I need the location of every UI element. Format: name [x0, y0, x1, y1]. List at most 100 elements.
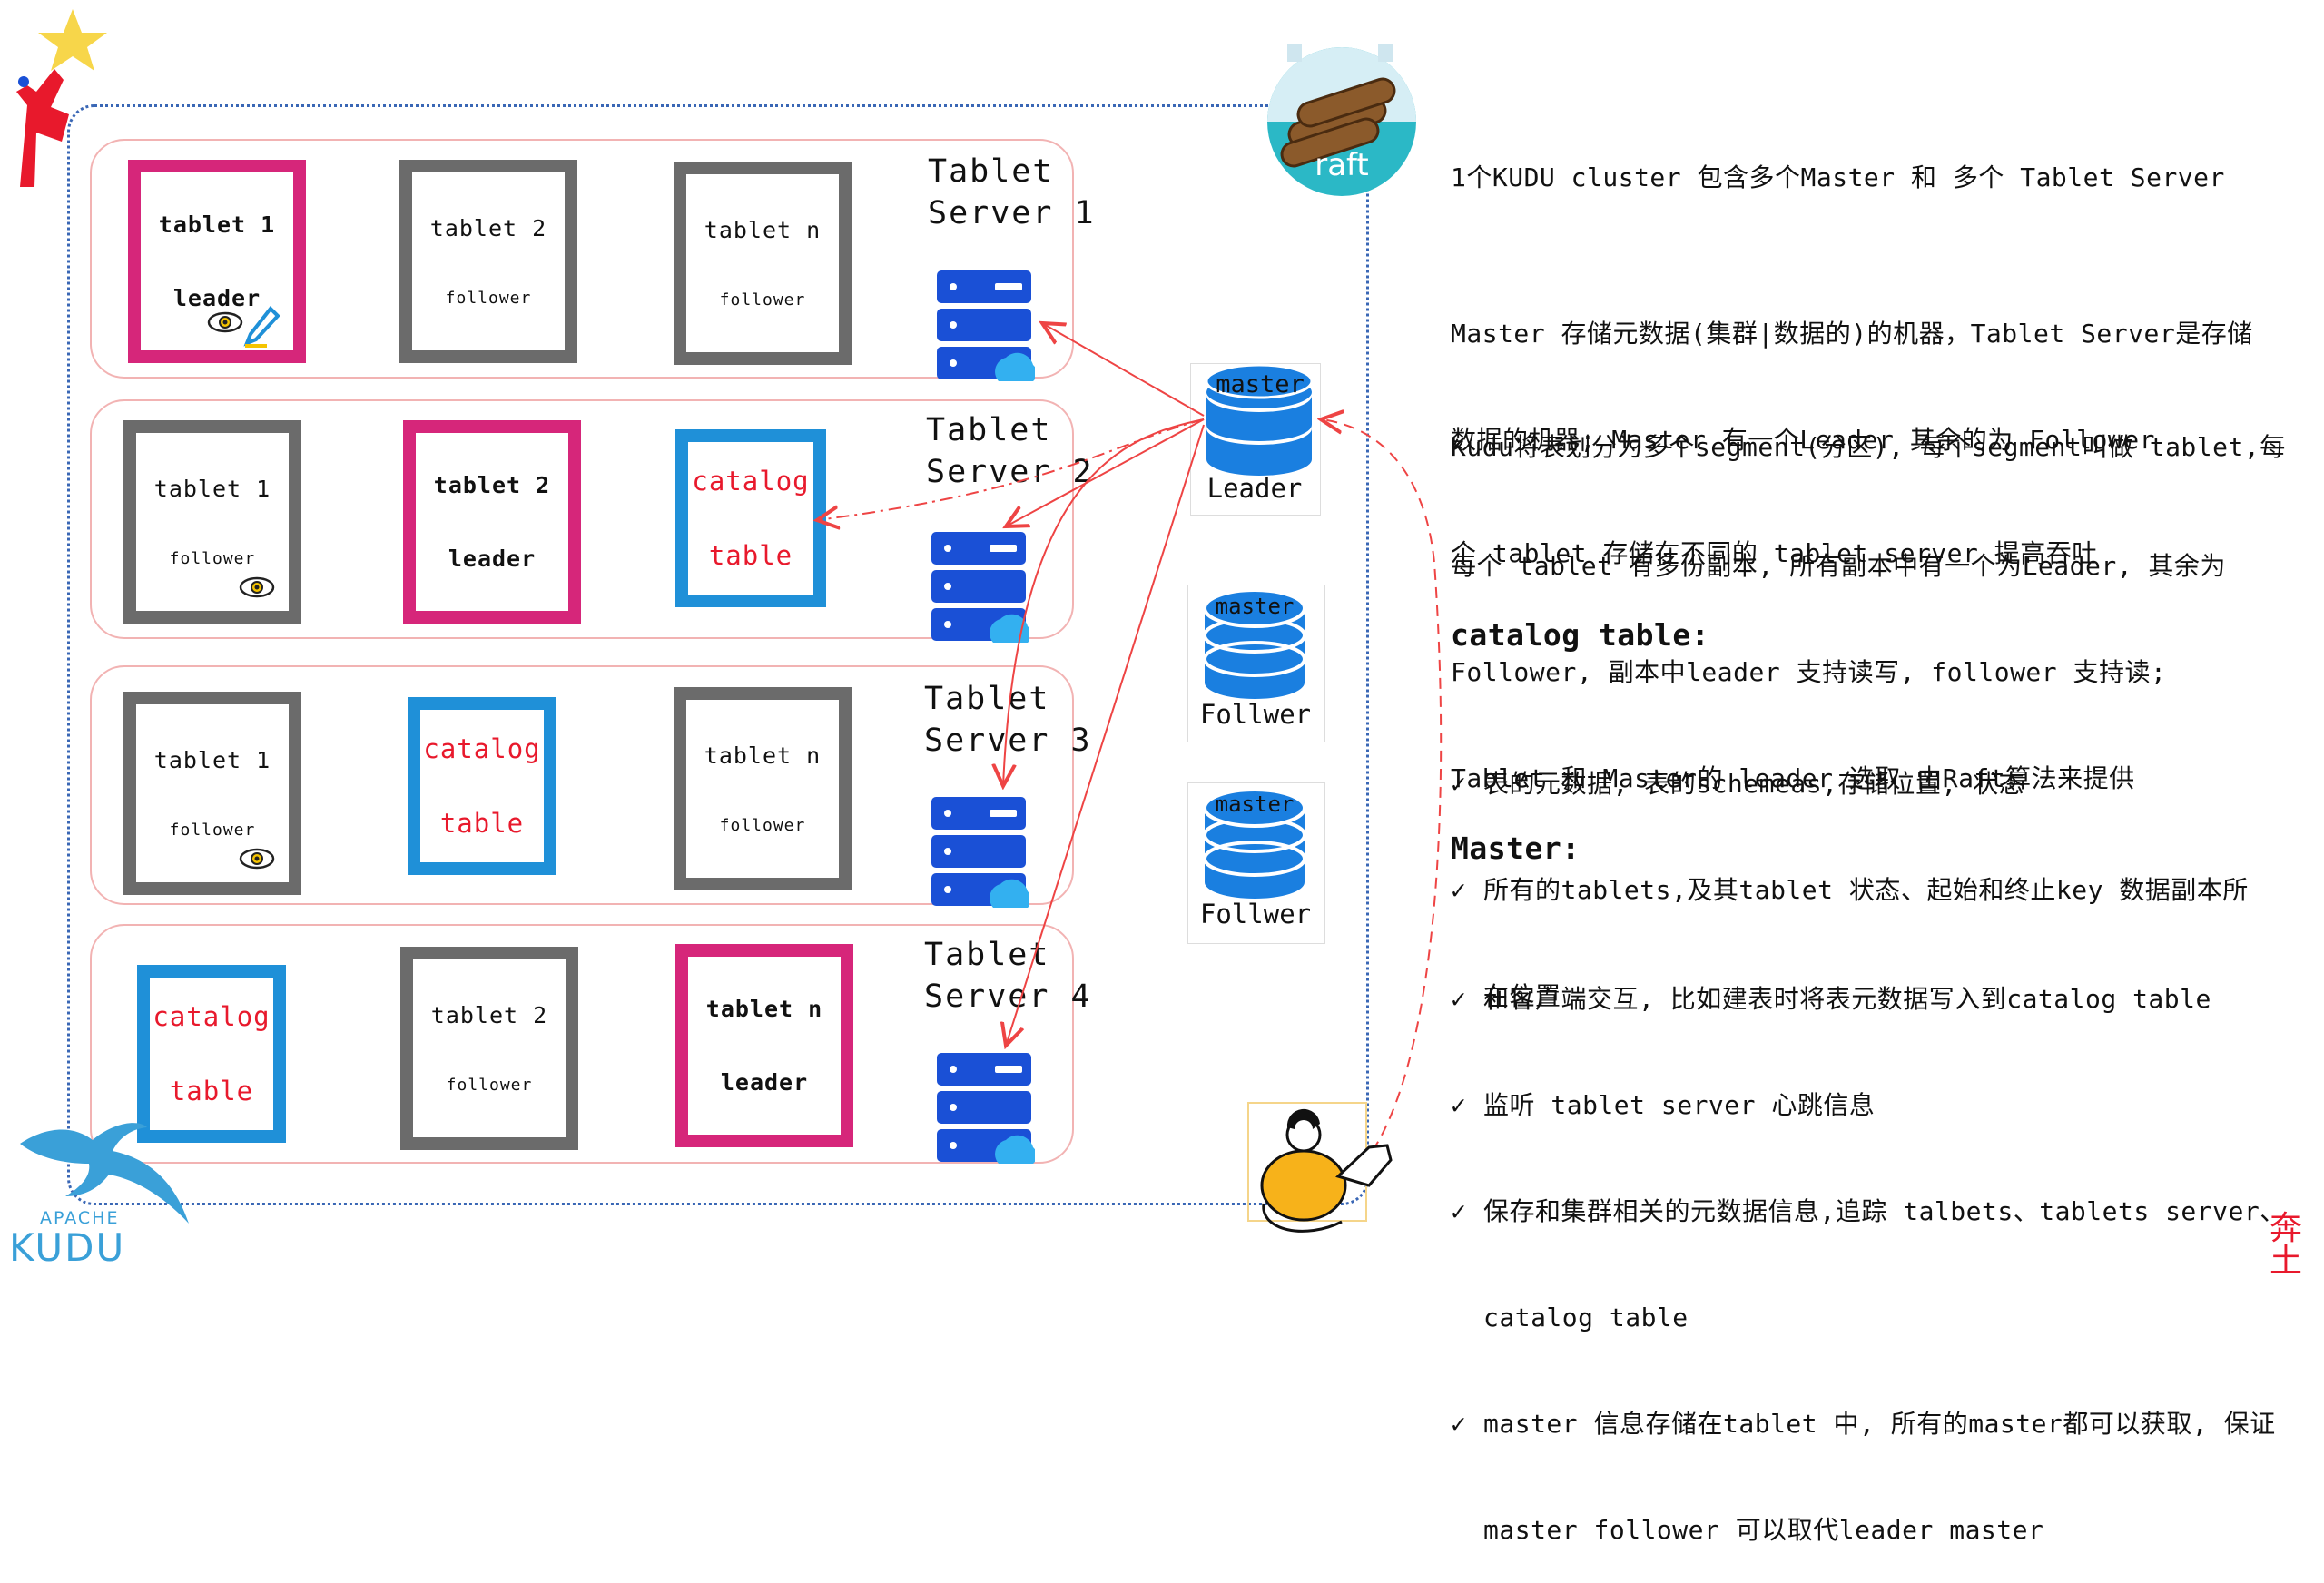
master-list: ✓ 和客户端交互, 比如建表时将表元数据写入到catalog table ✓ 监听 … — [1451, 910, 2286, 1583]
server-label-line1: Tablet — [924, 681, 1050, 717]
tablet-role: follower — [169, 549, 256, 568]
tablet-role: follower — [719, 816, 806, 835]
master-db-label: master — [1215, 792, 1295, 817]
tablet-card[interactable]: catalog table — [137, 965, 286, 1143]
master-caption: Leader — [1206, 473, 1303, 504]
note-replica: 每个 tablet 有多份副本, 所有副本中有一个为Leader, 其余为 Fo… — [1451, 477, 2226, 831]
list-item: catalog table — [1451, 1300, 2286, 1335]
database-icon — [1205, 363, 1314, 476]
list-item: ✓ master 信息存储在tablet 中, 所有的master都可以获取, 保… — [1451, 1406, 2286, 1441]
check-icon: ✓ — [1451, 1409, 1467, 1439]
tablet-name: tablet 1 — [153, 747, 271, 773]
tablet-name: tablet 2 — [433, 472, 551, 498]
server-label-line1: Tablet — [928, 153, 1054, 190]
tablet-server-label: Tablet Server 2 — [926, 409, 1094, 493]
list-item-text: 监听 tablet server 心跳信息 — [1483, 1090, 1876, 1120]
tablet-card[interactable]: tablet 2 leader — [403, 420, 581, 624]
eye-icon — [207, 311, 243, 333]
check-icon: ✓ — [1451, 769, 1467, 799]
catalog-table-heading: catalog table: — [1451, 617, 1710, 653]
tablet-name: catalog — [423, 733, 541, 764]
tablet-role: follower — [719, 290, 806, 310]
tablet-name: catalog — [692, 466, 810, 497]
eye-icon — [239, 848, 275, 870]
note-intro: 1个KUDU cluster 包含多个Master 和 多个 Tablet Se… — [1451, 162, 2225, 192]
list-item: ✓ 和客户端交互, 比如建表时将表元数据写入到catalog table — [1451, 981, 2286, 1017]
list-item-text: master 信息存储在tablet 中, 所有的master都可以获取, 保证 — [1483, 1409, 2276, 1439]
note-line: Master 存储元数据(集群|数据的)的机器，Tablet Server是存储 — [1451, 319, 2253, 349]
raft-logo — [1267, 44, 1416, 196]
tablet-name: catalog — [153, 1001, 271, 1032]
tablet-role: table — [708, 540, 793, 571]
tablet-role: table — [439, 808, 525, 839]
server-stack-icon — [937, 270, 1035, 381]
kudu-logo-apache: APACHE — [40, 1208, 120, 1228]
star-runner-icon — [16, 9, 107, 187]
list-item-text: master follower 可以取代leader master — [1483, 1515, 2044, 1545]
tablet-card[interactable]: tablet 1 follower — [123, 692, 301, 895]
note-line: Follower, 副本中leader 支持读写, follower 支持读; — [1451, 657, 2167, 687]
tablet-server-label: Tablet Server 1 — [928, 151, 1096, 234]
tablet-server-label: Tablet Server 4 — [924, 934, 1092, 1018]
list-item: ✓ 监听 tablet server 心跳信息 — [1451, 1087, 2286, 1123]
note-segment: Kudu将表划分为多个segment(分区), 每个segment叫做 tabl… — [1451, 359, 2286, 606]
kudu-cluster-boundary — [67, 104, 1369, 1205]
check-icon: ✓ — [1451, 1090, 1467, 1120]
server-label-line1: Tablet — [924, 937, 1050, 973]
tablet-role: leader — [720, 1069, 809, 1096]
tablet-card[interactable]: tablet n follower — [674, 162, 852, 365]
kudu-logo-icon — [20, 1123, 189, 1224]
server-label-line2: Server 4 — [924, 978, 1092, 1015]
tablet-card[interactable]: tablet 2 follower — [400, 947, 578, 1150]
tablet-card[interactable]: catalog table — [408, 697, 556, 875]
tablet-name: tablet n — [705, 996, 823, 1022]
tablet-role: leader — [448, 546, 537, 572]
pen-icon — [243, 305, 280, 348]
server-label-line2: Server 2 — [926, 454, 1094, 490]
tablet-card[interactable]: catalog table — [675, 429, 826, 607]
tablet-card[interactable]: tablet 1 leader — [128, 160, 306, 363]
list-item-text: 保存和集群相关的元数据信息,追踪 talbets、tablets server、 — [1483, 1196, 2286, 1226]
note-master-desc: Master 存储元数据(集群|数据的)的机器，Tablet Server是存储… — [1451, 245, 2253, 493]
tablet-server-1-box — [90, 139, 1074, 379]
database-icon — [1203, 588, 1306, 699]
tablet-role: leader — [172, 285, 261, 311]
check-icon: ✓ — [1451, 984, 1467, 1014]
tablet-server-3-box — [90, 665, 1074, 905]
list-item: ✓表的元数据, 表的schemeas,存储位置, 状态 — [1451, 766, 2249, 801]
list-item: master follower 可以取代leader master — [1451, 1512, 2286, 1548]
list-item: ✓ 保存和集群相关的元数据信息,追踪 talbets、tablets server… — [1451, 1194, 2286, 1229]
person-waving-icon — [1260, 1108, 1393, 1233]
note-line: 个 tablet 存储在不同的 tablet server 提高吞吐 — [1451, 538, 2098, 568]
tablet-card[interactable]: tablet n follower — [674, 687, 852, 890]
list-item: 在位置 — [1451, 978, 2249, 1014]
tablet-name: tablet 2 — [429, 215, 547, 241]
tablet-server-2-box — [90, 399, 1074, 639]
raft-logo-text: raft — [1315, 147, 1369, 183]
tablet-role: follower — [445, 289, 532, 308]
master-db-label: master — [1215, 594, 1295, 619]
note-line: Tablet 和 Master的 leader 选取 由Raft算法来提供 — [1451, 763, 2135, 793]
kudu-logo-kudu: KUDU — [9, 1225, 126, 1270]
tablet-name: tablet 1 — [153, 476, 271, 502]
tablet-name: tablet 2 — [430, 1002, 548, 1028]
tablet-card[interactable]: tablet n leader — [675, 944, 853, 1147]
tablet-name: tablet n — [704, 742, 822, 769]
tablet-role: table — [169, 1076, 254, 1106]
server-label-line2: Server 1 — [928, 195, 1096, 231]
list-item-text: 和客户端交互, 比如建表时将表元数据写入到catalog table — [1483, 984, 2211, 1014]
master-caption: Follwer — [1199, 899, 1312, 929]
tablet-role: follower — [169, 821, 256, 840]
tablet-card[interactable]: tablet 2 follower — [399, 160, 577, 363]
note-line: 每个 tablet 有多份副本, 所有副本中有一个为Leader, 其余为 — [1451, 551, 2226, 581]
master-caption: Follwer — [1199, 699, 1312, 730]
list-item-text: 所有的tablets,及其tablet 状态、起始和终止key 数据副本所 — [1483, 875, 2249, 905]
tablet-name: tablet n — [704, 217, 822, 243]
master-db-label: master — [1216, 370, 1305, 398]
tablet-role: follower — [446, 1076, 533, 1095]
database-icon — [1203, 788, 1306, 899]
list-item: ✓所有的tablets,及其tablet 状态、起始和终止key 数据副本所 — [1451, 872, 2249, 908]
catalog-table-list: ✓表的元数据, 表的schemeas,存储位置, 状态 ✓所有的tablets,… — [1451, 695, 2249, 1049]
check-icon: ✓ — [1451, 1196, 1467, 1226]
connection-arrows — [0, 0, 1443, 1166]
